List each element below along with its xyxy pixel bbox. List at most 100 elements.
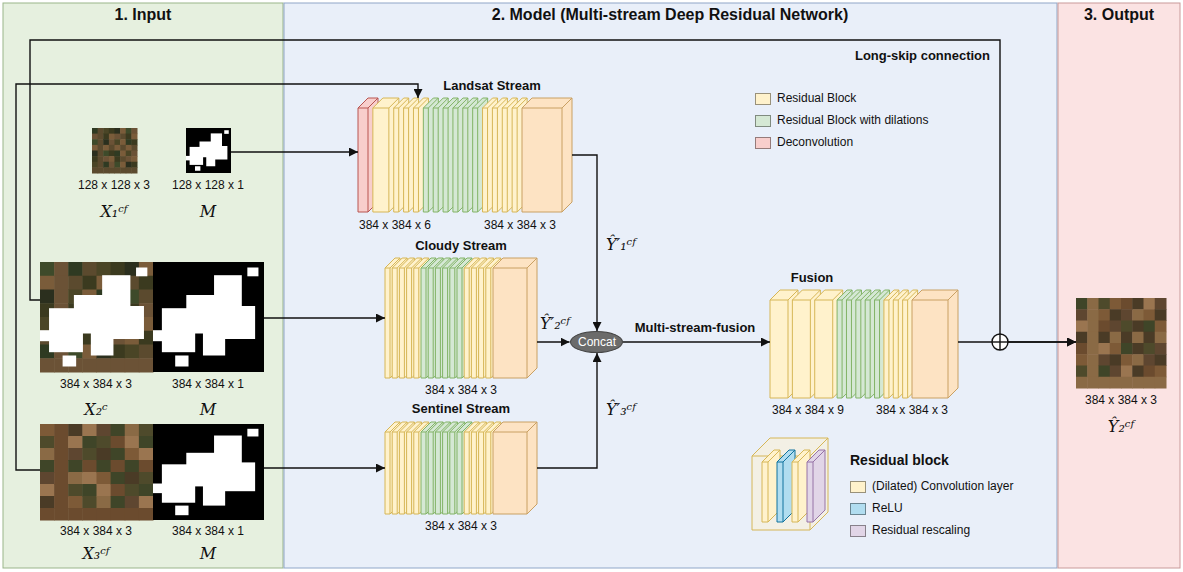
- terrain-patch: [1076, 298, 1088, 310]
- slab-edge: [464, 268, 469, 378]
- output-thumbnail: 384 x 384 x 3Ŷ₂ᶜᶠ: [1076, 298, 1166, 388]
- node-subtext: 384 x 384 x 6: [359, 219, 431, 233]
- input-panel-ground: [3, 3, 283, 568]
- node-text: 3. Output: [1084, 6, 1154, 24]
- terrain-patch: [1144, 321, 1156, 333]
- cloud-patch: [224, 130, 229, 134]
- slab-edge: [428, 432, 433, 514]
- terrain-patch: [115, 139, 121, 145]
- cloud-patch: [153, 484, 164, 494]
- terrain-patch: [1121, 321, 1133, 333]
- terrain-patch: [1144, 298, 1156, 310]
- slab-edge: [471, 268, 476, 378]
- mask-image: [153, 424, 264, 520]
- terrain-patch: [82, 472, 97, 485]
- terrain-patch: [68, 460, 83, 473]
- layer-slab: [752, 438, 828, 530]
- terrain-patch: [54, 484, 69, 497]
- terrain-patch: [120, 162, 126, 168]
- slab-edge: [502, 108, 507, 212]
- slab-edge: [479, 268, 484, 378]
- terrain-patch: [1132, 366, 1144, 378]
- cloud-patch: [102, 275, 130, 308]
- terrain-patch: [54, 290, 69, 304]
- terrain-patch: [109, 156, 115, 162]
- slab-edge: [777, 462, 783, 522]
- slab-edge: [483, 108, 488, 212]
- node-subtext: 384 x 384 x 9: [772, 404, 844, 418]
- cloud-patch: [203, 328, 225, 356]
- node-text: 2. Model (Multi-stream Deep Residual Net…: [492, 6, 849, 24]
- terrain-patch: [1099, 332, 1111, 344]
- terrain-patch: [109, 139, 115, 145]
- terrain-patch: [115, 151, 121, 157]
- terrain-patch: [139, 496, 154, 509]
- slab-edge: [512, 108, 517, 212]
- terrain-patch: [1110, 332, 1122, 344]
- legend-text: Residual Block: [777, 92, 856, 106]
- terrain-patch: [1155, 309, 1167, 321]
- terrain-patch: [126, 139, 132, 145]
- cloudy-image: [40, 262, 154, 373]
- terrain-patch: [111, 496, 126, 509]
- slab-edge: [421, 432, 426, 514]
- terrain-patch: [1121, 298, 1133, 310]
- terrain-patch: [92, 134, 98, 140]
- terrain-patch: [97, 358, 112, 372]
- slab-edge: [407, 268, 412, 378]
- slab-edge: [875, 300, 880, 398]
- node-text: 1. Input: [115, 6, 172, 24]
- terrain-patch: [125, 448, 140, 461]
- layer-slab: [912, 290, 958, 398]
- slab-edge: [443, 268, 448, 378]
- terrain-patch: [1132, 377, 1144, 389]
- cloud-patch: [222, 306, 255, 339]
- slab-edge: [450, 432, 455, 514]
- terrain-patch: [103, 151, 109, 157]
- slab-edge: [493, 268, 527, 378]
- connector: [231, 151, 358, 152]
- residual-block-illustration: [752, 438, 828, 530]
- terrain-patch: [92, 145, 98, 151]
- terrain-patch: [115, 128, 121, 134]
- terrain-patch: [54, 508, 69, 521]
- cloud-patch: [110, 306, 144, 339]
- terrain-patch: [92, 151, 98, 157]
- terrain-patch: [126, 134, 132, 140]
- node-subtext: X₂ᶜ: [84, 401, 107, 419]
- image-thumbnail: 128 x 128 x 3X₁ᶜᶠ: [92, 128, 137, 173]
- cloud-patch: [175, 506, 188, 516]
- terrain-patch: [109, 151, 115, 157]
- slab-edge: [392, 268, 397, 378]
- slab-edge: [435, 432, 440, 514]
- slab-edge: [486, 268, 491, 378]
- connector: [264, 467, 385, 468]
- slab-edge: [392, 432, 397, 514]
- node-subtext: M: [200, 545, 216, 563]
- terrain-patch: [125, 424, 140, 437]
- terrain-patch: [111, 424, 126, 437]
- terrain-patch: [103, 167, 109, 173]
- terrain-patch: [111, 436, 126, 449]
- terrain-patch: [1087, 377, 1099, 389]
- slab-edge: [492, 108, 497, 212]
- slab-edge: [865, 300, 870, 398]
- terrain-patch: [97, 496, 112, 509]
- layer-slab: [522, 98, 572, 212]
- output-image: [1076, 298, 1167, 389]
- slab-edge: [813, 450, 825, 462]
- terrain-patch: [40, 496, 55, 509]
- legend-swatch: [850, 525, 866, 537]
- terrain-patch: [111, 508, 126, 521]
- terrain-patch: [1087, 321, 1099, 333]
- terrain-patch: [103, 134, 109, 140]
- slab-edge: [443, 108, 448, 212]
- terrain-patch: [68, 276, 83, 290]
- slab-edge: [792, 462, 798, 522]
- slab-edge: [815, 300, 833, 398]
- terrain-patch: [125, 484, 140, 497]
- cloud-patch: [214, 146, 228, 160]
- connector: [572, 155, 597, 331]
- terrain-patch: [111, 484, 126, 497]
- terrain-patch: [1144, 332, 1156, 344]
